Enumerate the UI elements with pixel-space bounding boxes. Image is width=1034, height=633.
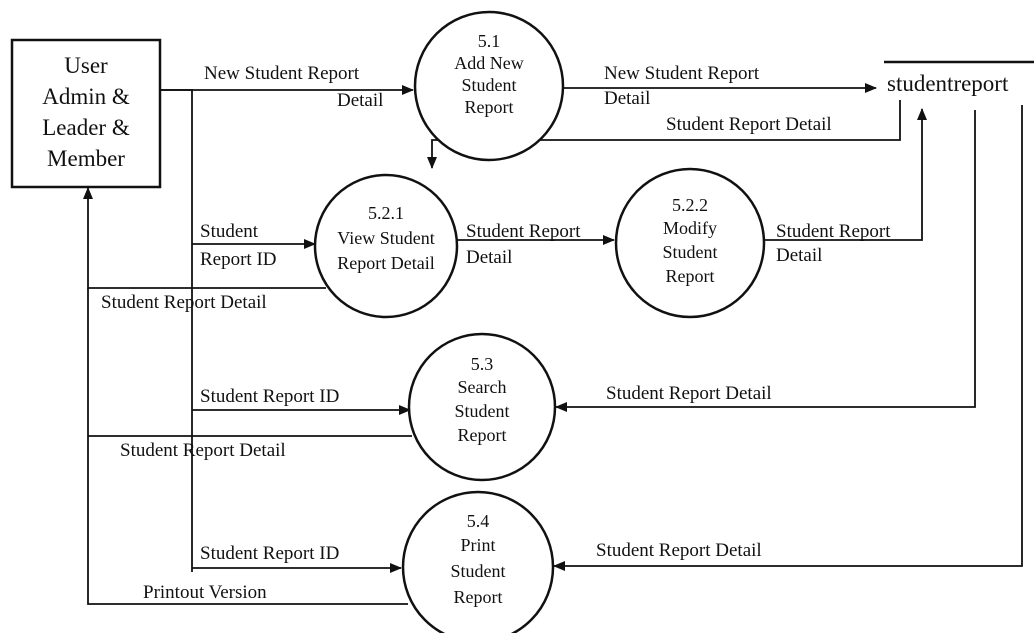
process-label-line: Report [465,97,514,117]
process-circle [401,490,555,633]
external-entity-user: User Admin & Leader & Member [10,38,162,189]
flow-lines [83,83,1023,605]
flow-label: Detail [776,245,822,266]
process-5-4: 5.4 Print Student Report [401,490,555,633]
process-5-3: 5.3 Search Student Report [407,332,557,482]
entity-label-line: Leader & [42,115,130,140]
flow-label: Student Report Detail [606,383,772,404]
process-label-line: Report [666,266,715,286]
flow-labels: New Student Report Detail New Student Re… [101,63,891,603]
process-label-line: Search [458,377,507,397]
entity-label-line: Member [47,146,125,171]
process-label-line: Student [461,75,516,95]
flow-modify-to-store [765,108,927,241]
process-circle [313,173,459,319]
flow-label: Student Report Detail [666,114,832,135]
flow-label: Student Report Detail [120,440,286,461]
process-label-line: Report [458,425,507,445]
process-5-1: 5.1 Add New Student Report [413,10,565,162]
process-label-line: 5.1 [478,31,501,51]
flow-store-to-view [427,100,901,169]
process-label-line: Print [460,535,495,555]
flow-label: New Student Report [604,63,760,84]
flow-label: Student Report ID [200,386,339,407]
data-store-studentreport: studentreport [884,60,1034,96]
flow-label: Student [200,221,259,242]
process-label-line: Report Detail [337,253,434,273]
process-circle [407,332,557,482]
entity-label-line: User [64,53,108,78]
flow-label: Student Report [466,221,581,242]
store-name: studentreport [887,71,1009,96]
flow-label: Detail [337,90,383,111]
process-label-line: 5.2.1 [368,203,404,223]
flow-label: Student Report [776,221,891,242]
flow-label: Student Report Detail [596,540,762,561]
process-label-line: Student [454,401,509,421]
entity-label-line: Admin & [42,84,130,109]
flow-label: Report ID [200,249,277,270]
process-label-line: Student [662,242,717,262]
process-label-line: Modify [663,218,717,238]
flow-label: Printout Version [143,582,267,603]
flow-label: Student Report Detail [101,292,267,313]
flow-store-to-search [555,110,976,412]
process-label-line: View Student [337,228,434,248]
flow-store-to-print [553,105,1023,571]
process-circle [614,167,766,319]
process-circle [413,10,565,162]
flow-user-trunk [160,89,193,572]
process-5-2-1: 5.2.1 View Student Report Detail [313,173,459,319]
process-label-line: Student [450,561,505,581]
flow-label: New Student Report [204,63,360,84]
flow-label: Student Report ID [200,543,339,564]
process-5-2-2: 5.2.2 Modify Student Report [614,167,766,319]
entity-box [10,38,162,189]
process-label-line: 5.2.2 [672,195,708,215]
process-label-line: 5.3 [471,354,494,374]
process-label-line: Report [454,587,503,607]
flow-label: Detail [466,247,512,268]
process-label-line: Add New [454,53,524,73]
process-label-line: 5.4 [467,511,490,531]
flow-label: Detail [604,88,650,109]
flow-print-to-user [87,560,408,605]
